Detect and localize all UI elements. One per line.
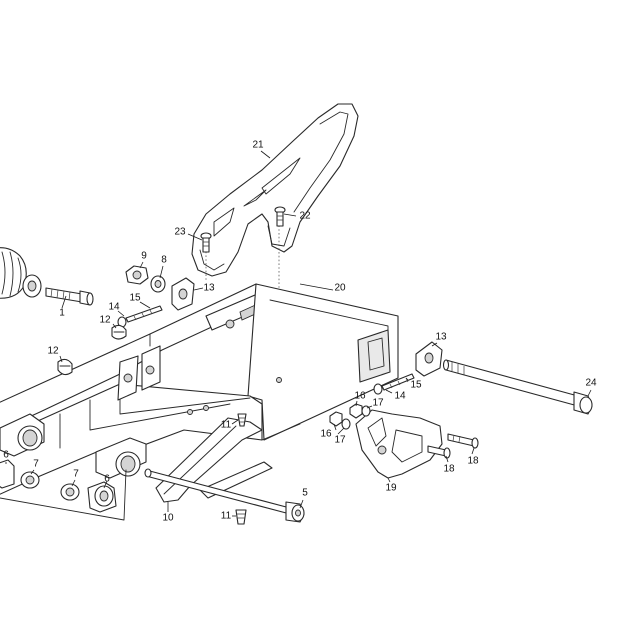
washer-17-upper bbox=[361, 405, 371, 417]
clip-12-lower bbox=[57, 358, 73, 376]
callout-7: 7 bbox=[33, 459, 39, 470]
spacer-7-right bbox=[60, 483, 80, 501]
nut-16-lower bbox=[329, 411, 343, 427]
bushing-6-left bbox=[0, 459, 15, 489]
callout-17: 17 bbox=[372, 398, 384, 409]
callout-14: 14 bbox=[108, 302, 120, 313]
callout-13: 13 bbox=[435, 332, 447, 343]
adjuster-bolt-14-left bbox=[117, 305, 163, 328]
callout-16: 16 bbox=[354, 391, 366, 402]
callout-12: 12 bbox=[99, 315, 111, 326]
callout-5: 5 bbox=[302, 488, 308, 499]
nut-16-upper bbox=[349, 403, 363, 419]
callout-15: 15 bbox=[410, 380, 422, 391]
callout-20: 20 bbox=[334, 283, 346, 294]
callout-17: 17 bbox=[334, 435, 346, 446]
chain-adjuster-13-right bbox=[415, 341, 443, 377]
leader-lines bbox=[5, 150, 592, 517]
spacer-7-left bbox=[20, 471, 40, 489]
callout-8: 8 bbox=[161, 255, 167, 266]
rear-shock-absorber bbox=[0, 247, 42, 299]
callout-21: 21 bbox=[252, 140, 264, 151]
bushing-6-right bbox=[87, 481, 117, 513]
callout-18: 18 bbox=[467, 456, 479, 467]
swingarm bbox=[0, 283, 399, 521]
rear-axle-24 bbox=[442, 359, 593, 415]
washer-8 bbox=[150, 275, 166, 293]
callout-23: 23 bbox=[174, 227, 186, 238]
nut-9 bbox=[125, 265, 149, 285]
clip-12-upper bbox=[111, 324, 127, 340]
callout-10: 10 bbox=[162, 513, 174, 524]
pivot-shaft-5 bbox=[144, 468, 305, 523]
washer-17-lower bbox=[341, 418, 351, 430]
callout-18: 18 bbox=[443, 464, 455, 475]
callout-9: 9 bbox=[141, 251, 147, 262]
callout-15: 15 bbox=[129, 293, 141, 304]
callout-13: 13 bbox=[203, 283, 215, 294]
bolt-22 bbox=[274, 206, 286, 227]
bolt-23 bbox=[200, 232, 212, 253]
callout-7: 7 bbox=[73, 469, 79, 480]
callout-11: 11 bbox=[221, 511, 232, 522]
callout-19: 19 bbox=[385, 483, 397, 494]
callout-6: 6 bbox=[104, 474, 110, 485]
callout-1: 1 bbox=[59, 308, 65, 319]
chain-guard bbox=[191, 103, 359, 277]
callout-24: 24 bbox=[585, 378, 597, 389]
callout-22: 22 bbox=[299, 211, 311, 222]
screw-11-lower bbox=[235, 509, 247, 525]
screw-11-upper bbox=[237, 413, 247, 427]
callout-6: 6 bbox=[3, 450, 9, 461]
callout-14: 14 bbox=[394, 391, 406, 402]
callout-numbers: 1 5 6 6 7 7 8 9 10 11 11 12 12 13 13 14 … bbox=[3, 140, 597, 524]
brake-caliper-bracket-19 bbox=[355, 409, 443, 479]
bolt-18-lower bbox=[427, 445, 451, 459]
bolt-1 bbox=[45, 287, 94, 306]
bolt-18-upper bbox=[447, 433, 479, 449]
callout-11: 11 bbox=[221, 420, 232, 431]
callout-12: 12 bbox=[47, 346, 59, 357]
callout-16: 16 bbox=[320, 429, 332, 440]
chain-adjuster-13-left bbox=[171, 277, 195, 311]
